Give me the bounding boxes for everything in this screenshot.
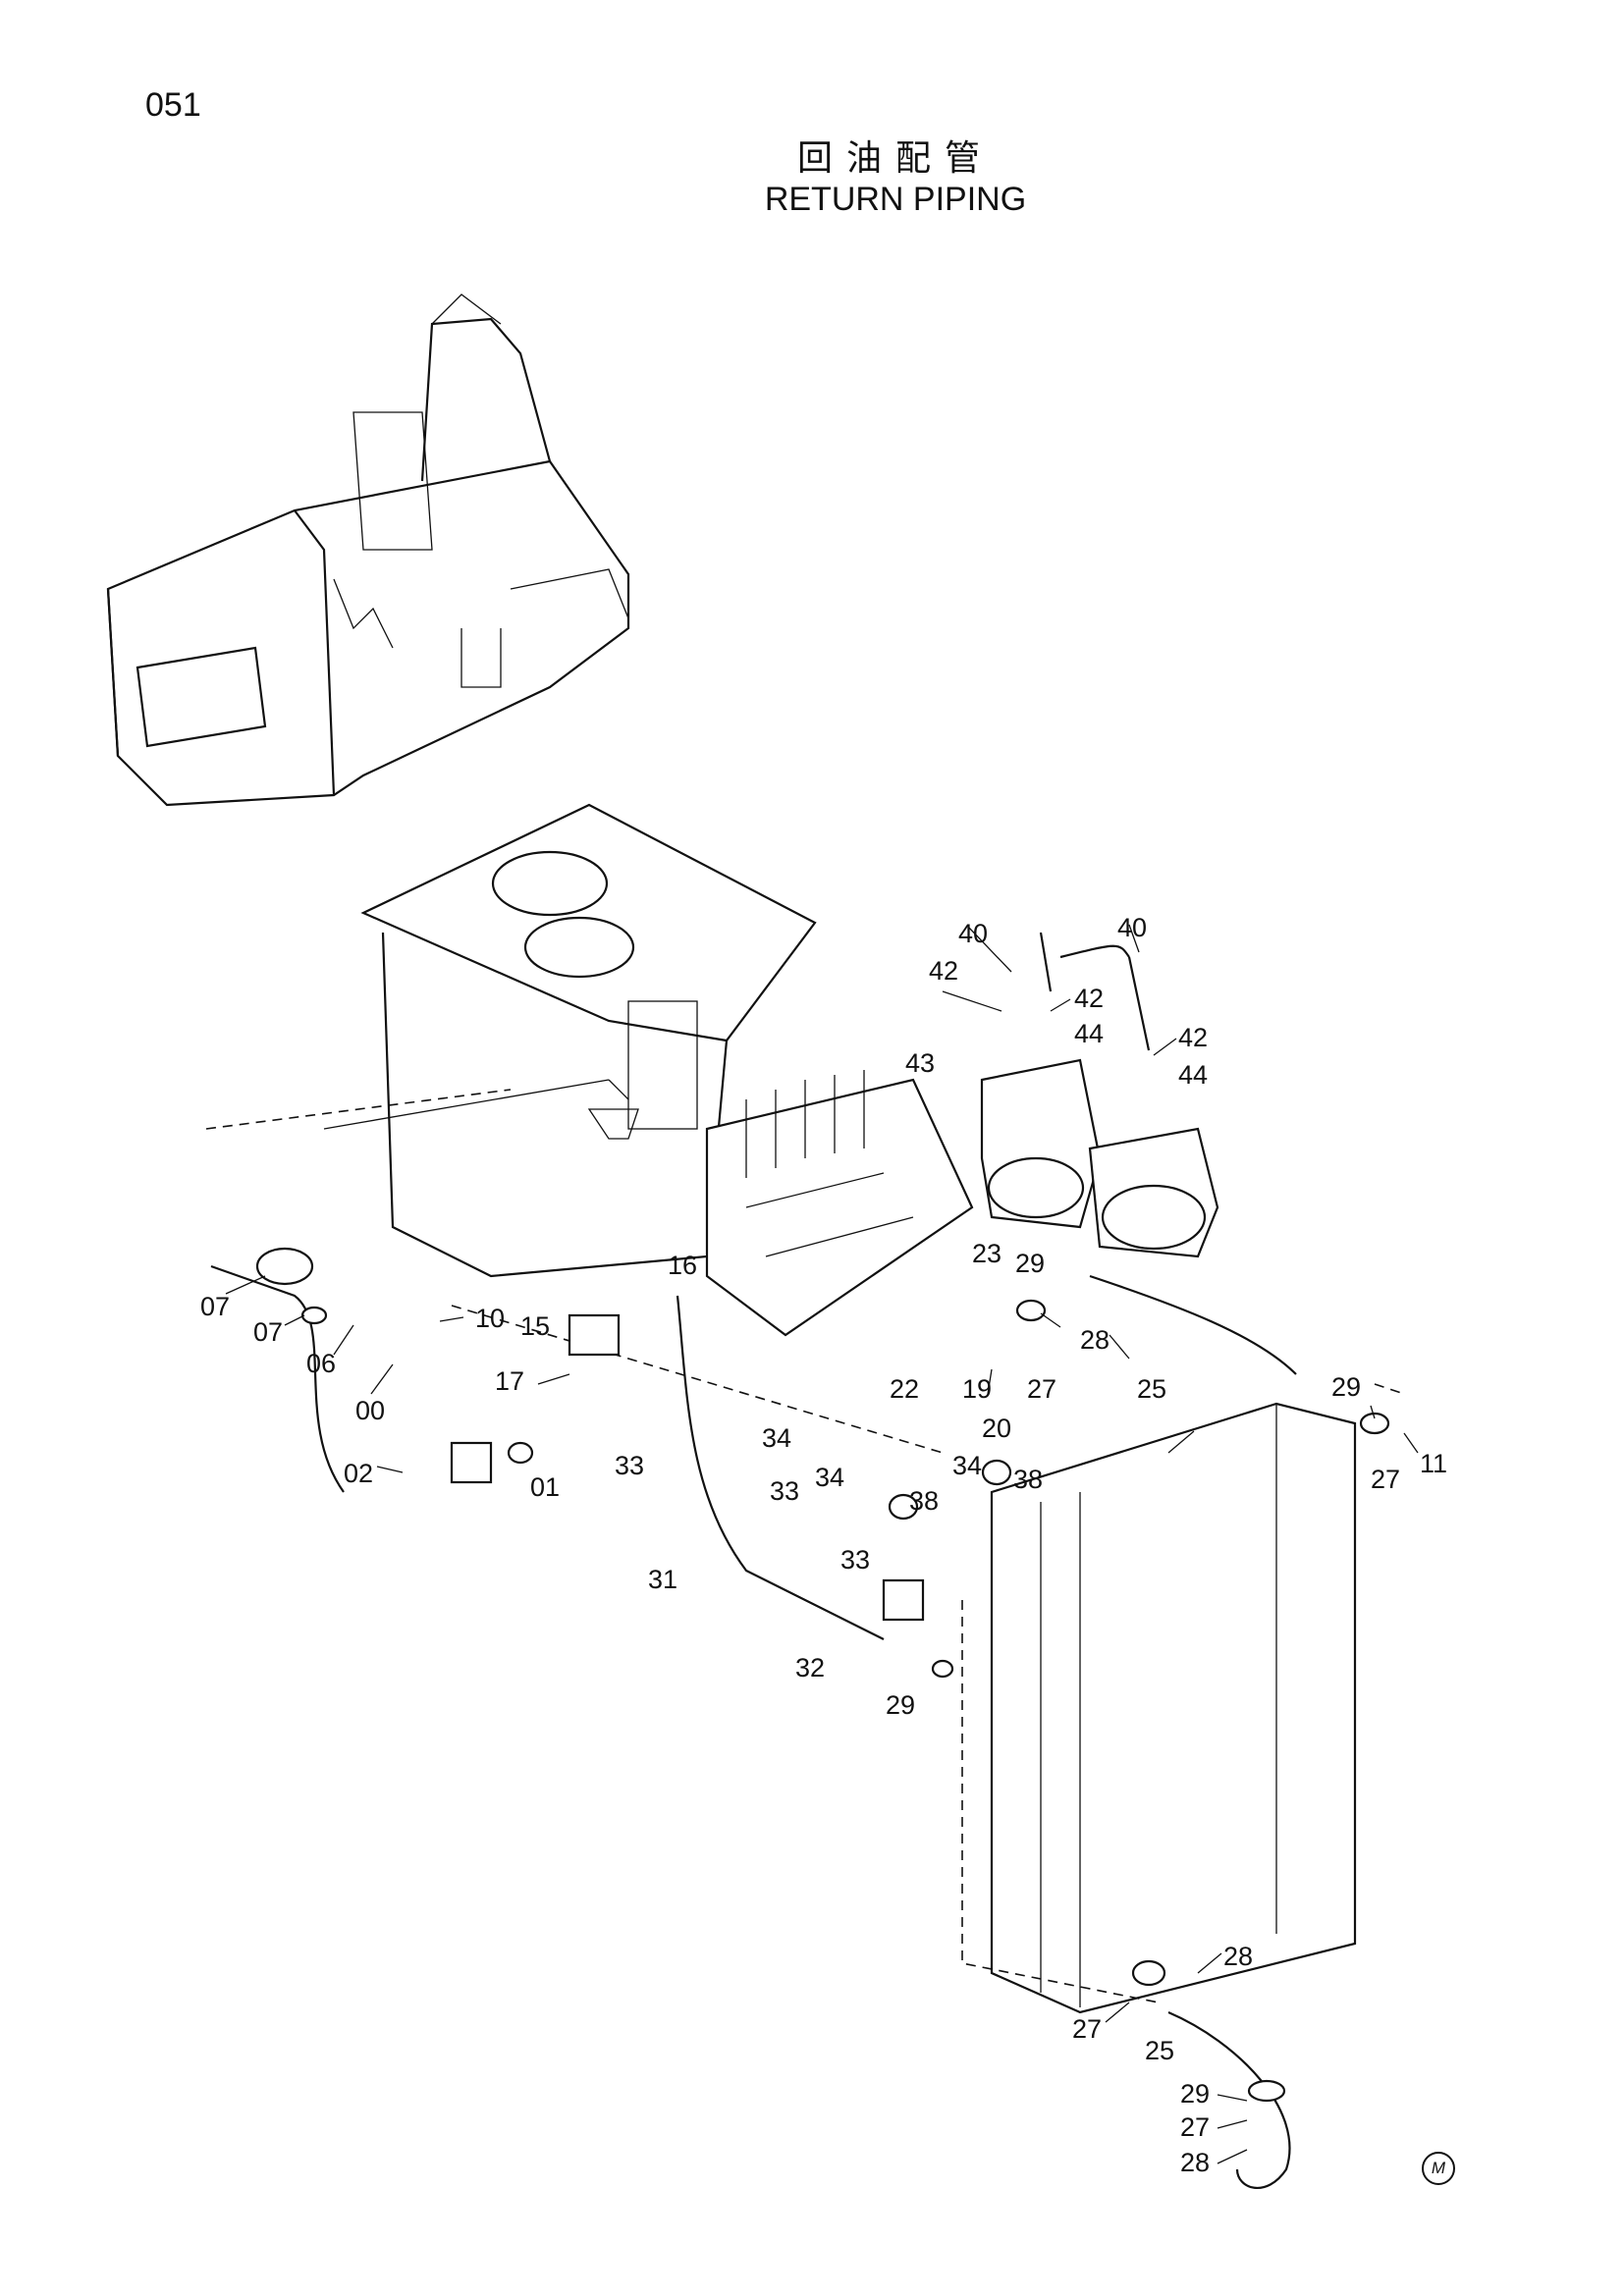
callout-34-c: 34	[952, 1451, 982, 1480]
callout-31: 31	[648, 1565, 677, 1594]
excavator-overview	[106, 294, 630, 807]
callout-29-upper: 29	[1015, 1249, 1045, 1278]
callout-25-lower: 25	[1145, 2036, 1174, 2065]
oil-cooler	[961, 1402, 1357, 2014]
callout-27-upper: 27	[1027, 1374, 1056, 1404]
callout-38-a: 38	[1013, 1465, 1043, 1494]
callout-33-a: 33	[615, 1451, 644, 1480]
callout-33-b: 33	[770, 1476, 799, 1506]
callout-28-lower-a: 28	[1223, 1942, 1253, 1971]
callout-labels: 07 07 06 00 02 01 10 15 17 16 23 29 28 2…	[200, 913, 1447, 2177]
callout-10: 10	[475, 1304, 505, 1333]
title-english: RETURN PIPING	[764, 181, 1027, 218]
callout-07: 07	[253, 1317, 283, 1347]
callout-11: 11	[1420, 1449, 1447, 1478]
callout-01: 01	[530, 1472, 560, 1502]
callout-29-lower: 29	[886, 1690, 915, 1720]
callout-32: 32	[795, 1653, 825, 1682]
callout-17: 17	[495, 1366, 524, 1396]
title-chinese: 回油配管	[796, 138, 994, 179]
callout-44-a: 44	[1074, 1019, 1104, 1048]
callout-06: 06	[306, 1349, 336, 1378]
page-number: 051	[145, 86, 201, 124]
callout-15: 15	[520, 1311, 550, 1341]
callout-40-a: 40	[958, 919, 988, 948]
callout-16: 16	[668, 1251, 697, 1280]
callout-25-upper: 25	[1137, 1374, 1166, 1404]
control-valve	[705, 1070, 974, 1337]
fittings	[255, 1247, 1390, 2103]
callout-44-b: 44	[1178, 1060, 1208, 1090]
maker-mark: M	[1422, 2152, 1455, 2185]
callout-00: 00	[355, 1396, 385, 1425]
callout-33-c: 33	[840, 1545, 870, 1575]
callout-42-c: 42	[1178, 1023, 1208, 1052]
callout-22: 22	[890, 1374, 919, 1404]
callout-38-b: 38	[909, 1486, 939, 1516]
piping	[205, 1089, 1405, 2189]
leader-lines	[225, 924, 1419, 2164]
callout-29-right: 29	[1331, 1372, 1361, 1402]
callout-27-lower-a: 27	[1072, 2014, 1102, 2044]
hydraulic-tank	[323, 803, 817, 1278]
callout-28-lower-b: 28	[1180, 2148, 1210, 2177]
callout-27-right: 27	[1371, 1465, 1400, 1494]
callout-29-bottom: 29	[1180, 2079, 1210, 2109]
callout-43: 43	[905, 1048, 935, 1078]
callout-42-a: 42	[929, 956, 958, 986]
callout-09: 07	[200, 1292, 230, 1321]
motors	[980, 932, 1219, 1258]
callout-34-b: 34	[815, 1463, 844, 1492]
callout-28-upper: 28	[1080, 1325, 1110, 1355]
callout-02: 02	[344, 1459, 373, 1488]
callout-27-lower-b: 27	[1180, 2112, 1210, 2142]
callout-42-b: 42	[1074, 984, 1104, 1013]
callout-34-a: 34	[762, 1423, 791, 1453]
callout-20: 20	[982, 1414, 1011, 1443]
callout-23: 23	[972, 1239, 1001, 1268]
callout-19: 19	[962, 1374, 992, 1404]
callout-40-b: 40	[1117, 913, 1147, 942]
